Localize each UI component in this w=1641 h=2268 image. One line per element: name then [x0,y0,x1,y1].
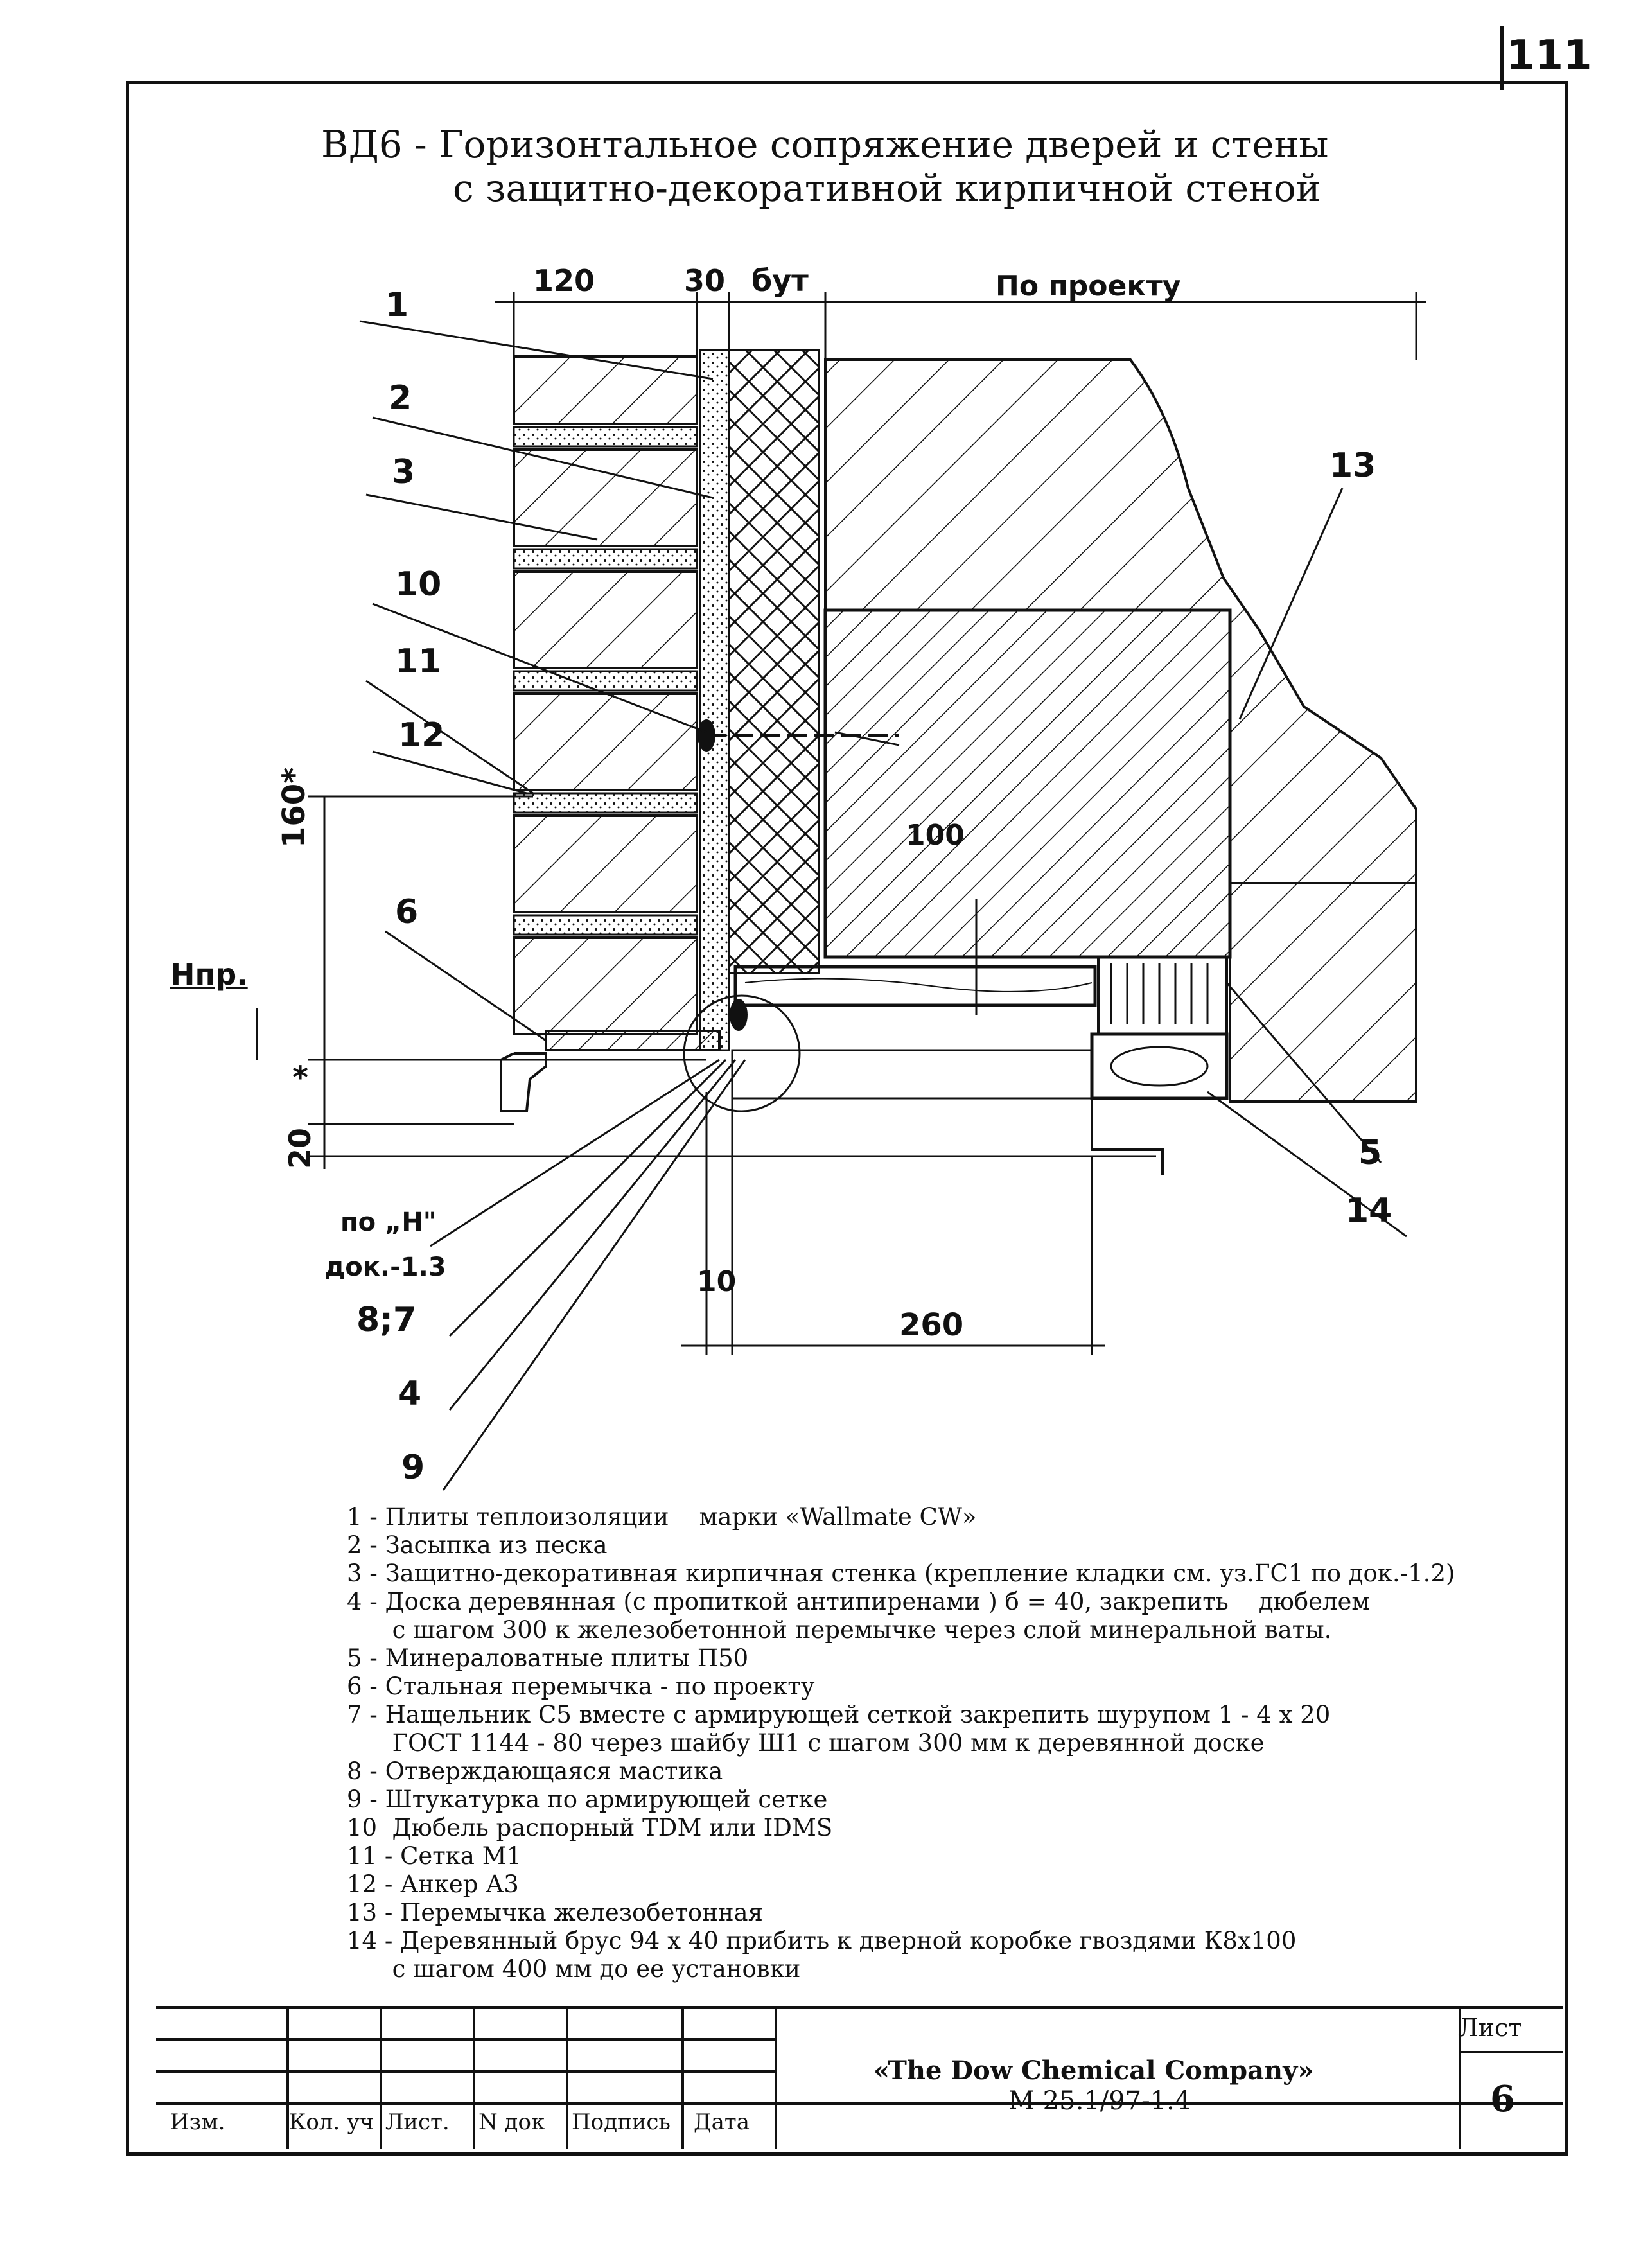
steel-lintel [500,1030,721,1112]
legend-item: 12 - Анкер А3 [347,1870,519,1898]
legend-item: 8 - Отверждающаяся мастика [347,1757,723,1785]
tb-header-sign: Подпись [572,2109,671,2135]
callout-5: 5 [1358,1134,1382,1172]
dim-project: По проекту [996,270,1181,303]
dim-260: 260 [899,1307,964,1343]
callout-ref-1: по „Н" [340,1208,437,1237]
callout-ref-2: док.-1.3 [324,1253,446,1282]
insulation-wallmate [728,349,820,974]
title-line-2: с защитно-декоративной кирпичной стеной [453,166,1321,210]
dim-160: 160* [276,767,312,848]
callout-4: 4 [398,1375,422,1413]
dim-120: 120 [533,263,595,298]
drawing-frame [126,81,1568,2156]
legend-item: 7 - Нащельник С5 вместе с армирующей сет… [347,1701,1331,1728]
legend-item: 10 Дюбель распорный TDM или IDMS [347,1814,833,1842]
callout-6: 6 [395,893,419,931]
dim-100: 100 [906,819,965,852]
legend-item: с шагом 300 к железобетонной перемычке ч… [347,1616,1332,1644]
tb-header-date: Дата [694,2109,750,2135]
wooden-board [733,965,1097,1007]
dim-20: 20 [283,1127,317,1169]
tb-header-izm: Изм. [170,2109,225,2135]
legend-item: 2 - Засыпка из песка [347,1531,608,1559]
dim-hpr: Нпр. [170,957,248,992]
legend-item: 6 - Стальная перемычка - по проекту [347,1673,815,1700]
sheet-mark: 111 [1506,32,1592,80]
concrete-lintel [823,608,1232,959]
callout-12: 12 [398,716,445,755]
tb-sheet-label: Лист [1458,2014,1522,2042]
legend-item: 4 - Доска деревянная (с пропиткой антипи… [347,1588,1371,1615]
callout-11: 11 [395,642,442,681]
tb-company: «The Dow Chemical Company» [873,2055,1314,2086]
legend-item: 14 - Деревянный брус 94 х 40 прибить к д… [347,1927,1297,1955]
callout-2: 2 [389,379,412,418]
tb-header-list: Лист. [385,2109,450,2135]
bottom-dimension-line [681,1092,1105,1355]
legend-item: 9 - Штукатурка по армирующей сетке [347,1786,828,1813]
callout-1: 1 [385,286,409,324]
callout-13: 13 [1329,446,1376,485]
legend-item: с шагом 400 мм до ее установки [347,1955,801,1983]
anchor-dowel [730,999,748,1031]
top-dimension-line [495,292,1426,360]
title-block [156,2006,1563,2149]
callout-14: 14 [1346,1191,1392,1230]
dim-star: * [292,1060,309,1096]
sand-fill [699,349,730,1051]
leader-lines [359,320,1407,1491]
tb-header-ndok: N док [478,2109,545,2135]
dim-30: 30 [684,263,726,298]
legend-item: 1 - Плиты теплоизоляции марки «Wallmate … [347,1503,977,1531]
legend: 1 - Плиты теплоизоляции марки «Wallmate … [347,1503,1455,1983]
tb-sheet-value: 6 [1490,2078,1515,2120]
tb-doc-number: М 25.1/97-1.4 [1008,2086,1191,2116]
legend-item: 3 - Защитно-декоративная кирпичная стенк… [347,1560,1455,1587]
rubble-masonry [824,358,1417,884]
callout-8-7: 8;7 [356,1301,417,1339]
dim-10: 10 [697,1265,737,1298]
detail-circle [683,994,801,1112]
dim-but: бут [751,263,809,298]
callout-9: 9 [401,1448,425,1487]
title-line-1: ВД6 - Горизонтальное сопряжение дверей и… [321,123,1329,166]
brick-wall [513,355,698,1035]
legend-item: 13 - Перемычка железобетонная [347,1899,763,1926]
tb-header-kol: Кол. уч [289,2109,374,2135]
legend-item: 11 - Сетка М1 [347,1842,522,1870]
legend-item: 5 - Минераловатные плиты П50 [347,1644,749,1672]
legend-item: ГОСТ 1144 - 80 через шайбу Ш1 с шагом 30… [347,1729,1265,1757]
callout-3: 3 [392,453,416,491]
sheet-mark-bar [1500,26,1504,90]
callout-10: 10 [395,565,442,604]
lower-masonry [1229,882,1417,1103]
mineral-wool [1097,956,1228,1035]
